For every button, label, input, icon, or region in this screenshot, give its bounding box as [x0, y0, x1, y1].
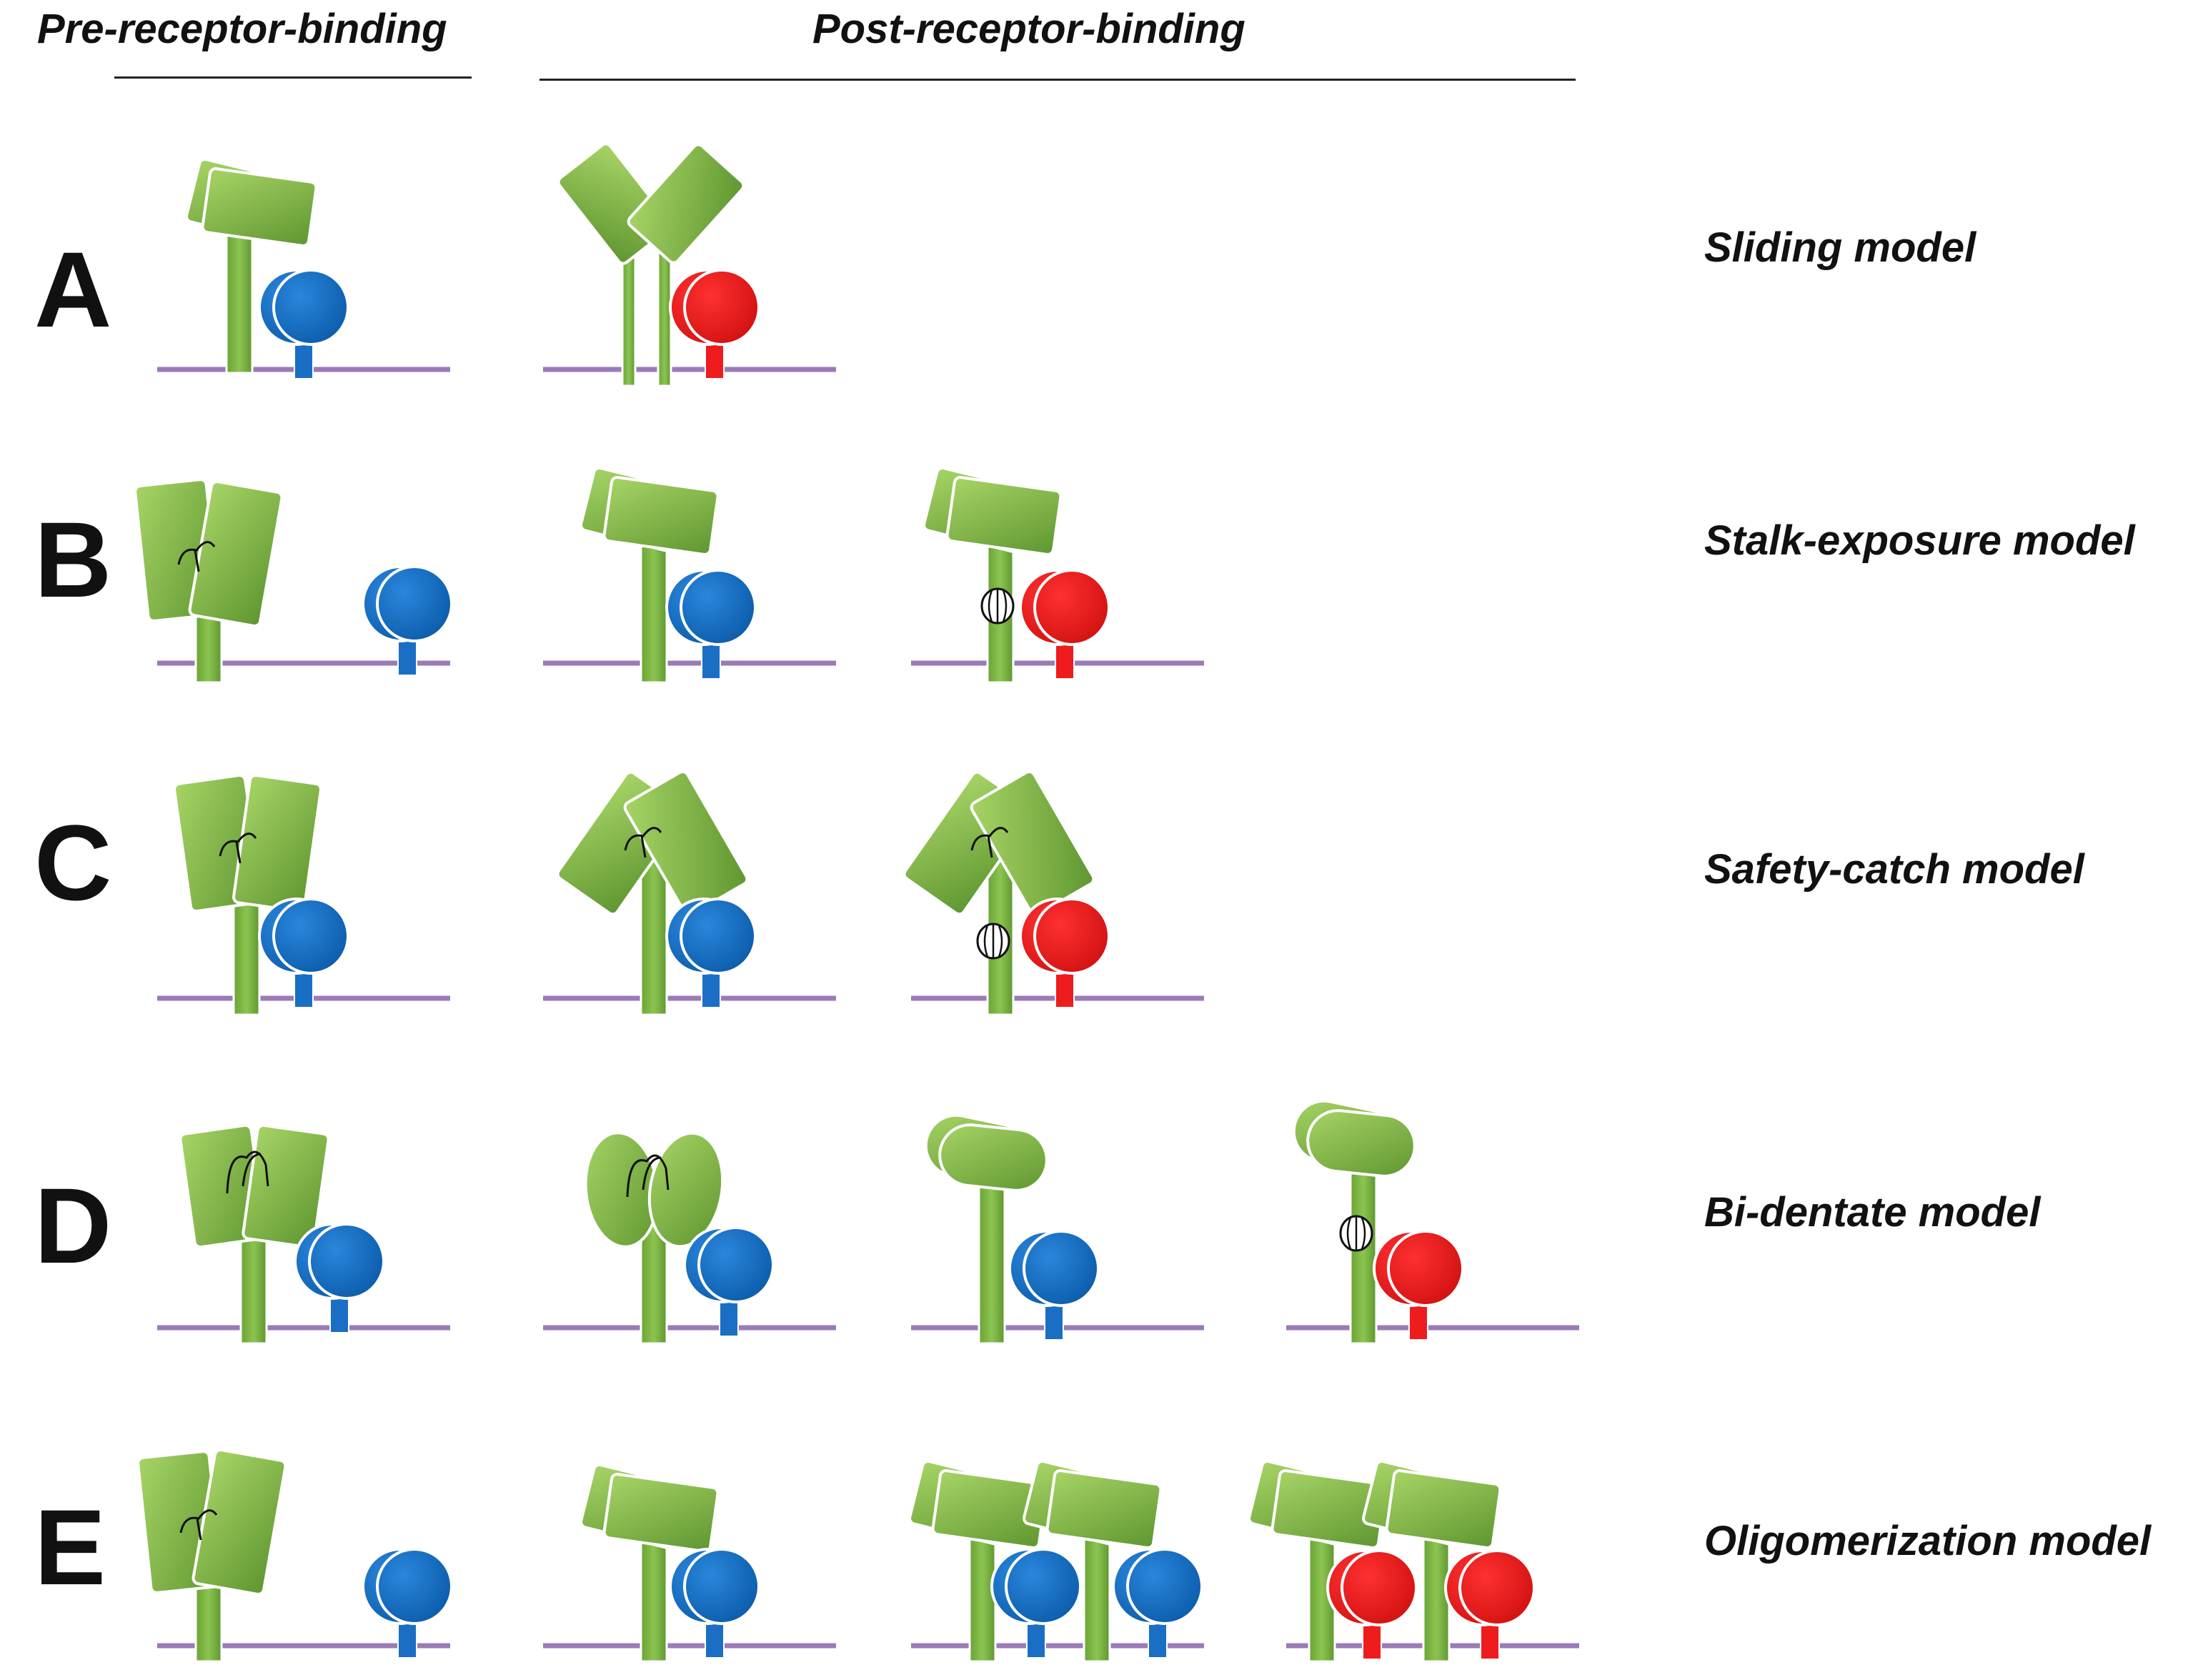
model-label-sliding: Sliding model	[1704, 224, 1976, 271]
stalk-link	[219, 832, 257, 857]
stalk-link	[242, 1153, 262, 1187]
post-receptor-binding-header: Post-receptor-binding	[812, 6, 1245, 52]
head-domain	[602, 1473, 720, 1553]
model-label-bi-dentate: Bi-dentate model	[1704, 1189, 2041, 1236]
receptor	[272, 898, 349, 975]
stalk-link	[640, 835, 647, 858]
stalk-link	[626, 1154, 670, 1198]
head-domain	[242, 1123, 330, 1249]
pre-receptor-binding-header: Pre-receptor-binding	[37, 6, 447, 52]
receptor	[1126, 1548, 1203, 1625]
model-label-stalk-exposure: Stalk-exposure model	[1704, 517, 2135, 564]
head-domain	[602, 476, 720, 556]
receptor	[683, 1548, 760, 1625]
row-letter-a: A	[34, 229, 112, 349]
stalk-link	[624, 827, 662, 851]
head-domain	[1385, 1469, 1502, 1549]
receptor-active	[683, 269, 760, 346]
fusion-site	[988, 589, 1008, 623]
receptor	[680, 898, 757, 975]
head-domain	[627, 143, 745, 264]
stalk-link	[970, 827, 1009, 851]
head-domain	[945, 476, 1063, 556]
receptor-active	[1387, 1230, 1464, 1307]
pre-header-underline	[114, 76, 472, 79]
receptor	[376, 565, 453, 642]
receptor	[1005, 1548, 1082, 1625]
receptor	[697, 1226, 775, 1303]
receptor	[1023, 1230, 1100, 1307]
head-domain	[1306, 1109, 1416, 1178]
head-domain	[192, 1448, 287, 1596]
row-letter-c: C	[34, 802, 112, 923]
receptor-active	[1341, 1549, 1418, 1626]
stalk-link	[987, 835, 993, 858]
model-label-safety-catch: Safety-catch model	[1704, 846, 2084, 893]
receptor-active	[1033, 569, 1110, 646]
stalk-link	[194, 550, 200, 572]
stalk-link	[235, 841, 242, 864]
stalk-link	[642, 1156, 662, 1191]
fusion-site	[983, 924, 1003, 958]
fusion-site	[1346, 1216, 1366, 1251]
receptor-active	[1033, 898, 1110, 975]
receptor	[272, 269, 349, 346]
stalk	[657, 245, 672, 387]
head-domain	[938, 1123, 1048, 1192]
receptor-active	[1458, 1549, 1536, 1626]
stalk-link	[179, 1509, 218, 1534]
row-letter-b: B	[34, 499, 112, 620]
stalk-link	[226, 1150, 269, 1194]
receptor	[376, 1548, 453, 1625]
head-domain	[188, 480, 284, 627]
receptor	[680, 569, 757, 646]
row-letter-d: D	[34, 1165, 112, 1286]
stalk-link	[196, 1518, 202, 1541]
head-domain	[1045, 1469, 1163, 1549]
stalk-link	[177, 541, 216, 565]
post-header-underline	[539, 79, 1576, 81]
head-domain	[201, 167, 318, 247]
row-letter-e: E	[34, 1487, 106, 1607]
receptor	[308, 1223, 385, 1300]
model-label-oligomerization: Oligomerization model	[1704, 1518, 2152, 1564]
head-domain	[647, 1131, 725, 1248]
